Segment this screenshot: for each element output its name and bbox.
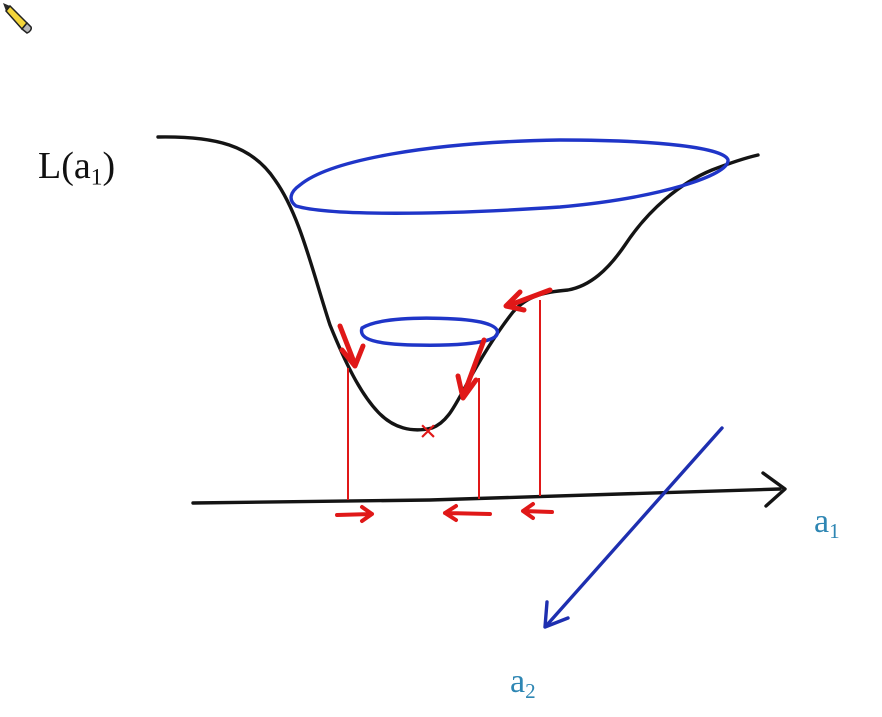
gradient-arrow-right-slope-lower xyxy=(461,337,487,397)
pencil-cursor-icon xyxy=(3,3,32,34)
gradient-arrowhead-right-slope-upper xyxy=(503,289,527,313)
loss-label-close: ) xyxy=(102,145,116,187)
pencil-tip xyxy=(3,3,10,11)
loss-curve xyxy=(156,135,760,432)
update-arrow-right-point xyxy=(521,502,554,520)
a2-axis-label: a2 xyxy=(510,665,536,702)
a2-label-base: a xyxy=(510,663,526,700)
a1-label-base: a xyxy=(814,503,830,540)
minimum-marker: × xyxy=(419,415,437,448)
loss-label-base: L(a xyxy=(38,145,91,187)
a1-axis-line xyxy=(191,487,782,505)
a1-label-subscript: 1 xyxy=(829,518,840,543)
a2-label-subscript: 2 xyxy=(525,678,536,703)
gradient-arrow-left-slope xyxy=(337,323,357,365)
loss-axis-label: L(a1) xyxy=(38,147,115,190)
a2-axis-arrowhead xyxy=(543,600,570,629)
contour-ellipse-large xyxy=(289,138,730,215)
update-arrow-left-point xyxy=(335,505,374,523)
gradient-arrowhead-left-slope xyxy=(339,343,366,369)
contour-ellipse-small xyxy=(359,316,500,347)
gradient-arrow-right-slope-upper xyxy=(507,287,553,308)
loss-label-subscript: 1 xyxy=(90,164,103,191)
a1-axis-arrowhead xyxy=(761,471,787,508)
pencil-body xyxy=(5,4,29,31)
a2-axis-line xyxy=(544,426,724,628)
gradient-arrowhead-right-slope-lower xyxy=(455,373,479,401)
a1-axis-label: a1 xyxy=(814,505,840,542)
pencil-eraser xyxy=(20,21,32,34)
update-arrow-middle-point xyxy=(443,504,492,522)
